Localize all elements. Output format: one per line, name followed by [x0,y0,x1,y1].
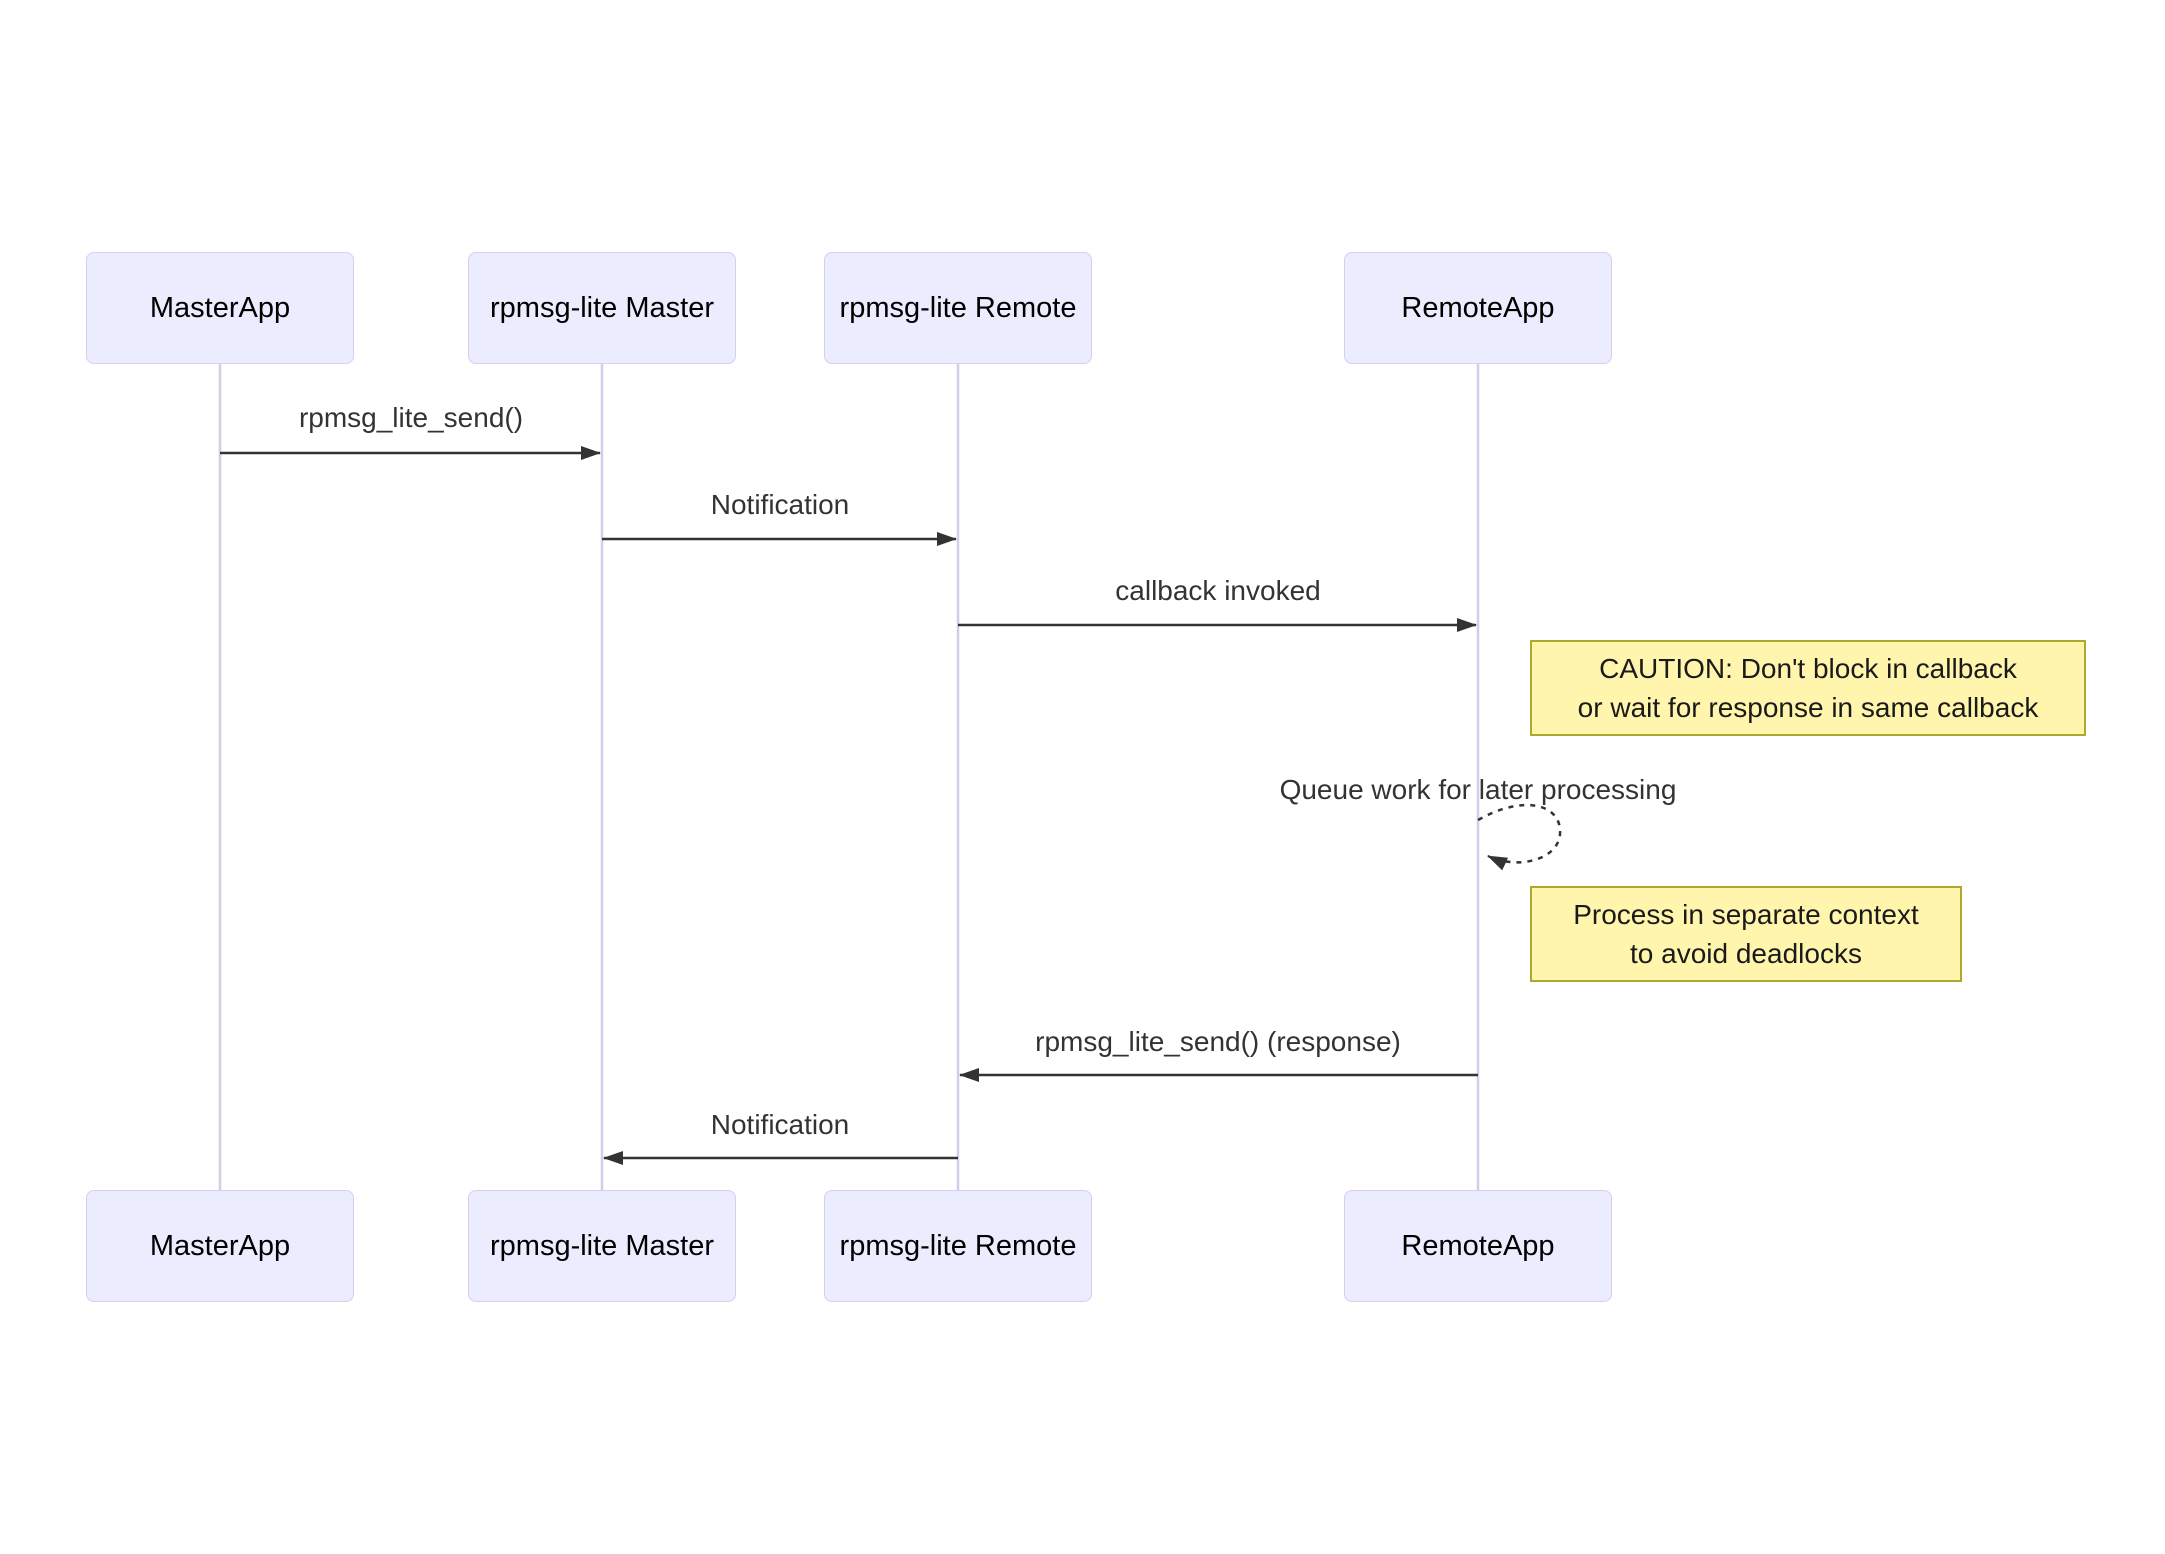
message-label-notification-forward: Notification [710,489,850,520]
actor-label: RemoteApp [1401,1229,1555,1262]
actor-bottom-masterapp: MasterApp [86,1190,354,1302]
actor-bottom-rpmsg-lite-master: rpmsg-lite Master [468,1190,736,1302]
note-process-separate-context: Process in separate context to avoid dea… [1530,886,1962,982]
note-caution: CAUTION: Don't block in callback or wait… [1530,640,2086,736]
actor-bottom-rpmsg-lite-remote: rpmsg-lite Remote [824,1190,1092,1302]
actor-label: MasterApp [149,291,291,324]
actor-label: rpmsg-lite Remote [839,1229,1077,1262]
message-label-rpmsg-lite-send: rpmsg_lite_send() [298,402,524,433]
actor-label: MasterApp [149,1229,291,1262]
actor-top-rpmsg-lite-remote: rpmsg-lite Remote [824,252,1092,364]
actor-top-masterapp: MasterApp [86,252,354,364]
message-label-notification-back: Notification [710,1109,850,1140]
message-label-rpmsg-lite-send-response: rpmsg_lite_send() (response) [1035,1026,1401,1057]
actor-top-rpmsg-lite-master: rpmsg-lite Master [468,252,736,364]
message-label-callback-invoked: callback invoked [1115,575,1321,606]
actor-bottom-remoteapp: RemoteApp [1344,1190,1612,1302]
actor-label: rpmsg-lite Remote [839,291,1077,324]
actor-label: rpmsg-lite Master [490,1229,714,1262]
message-label-queue-work: Queue work for later processing [1279,774,1677,805]
actor-label: rpmsg-lite Master [490,291,714,324]
actor-label: RemoteApp [1401,291,1555,324]
self-loop-queue-work [1477,803,1562,871]
actor-top-remoteapp: RemoteApp [1344,252,1612,364]
